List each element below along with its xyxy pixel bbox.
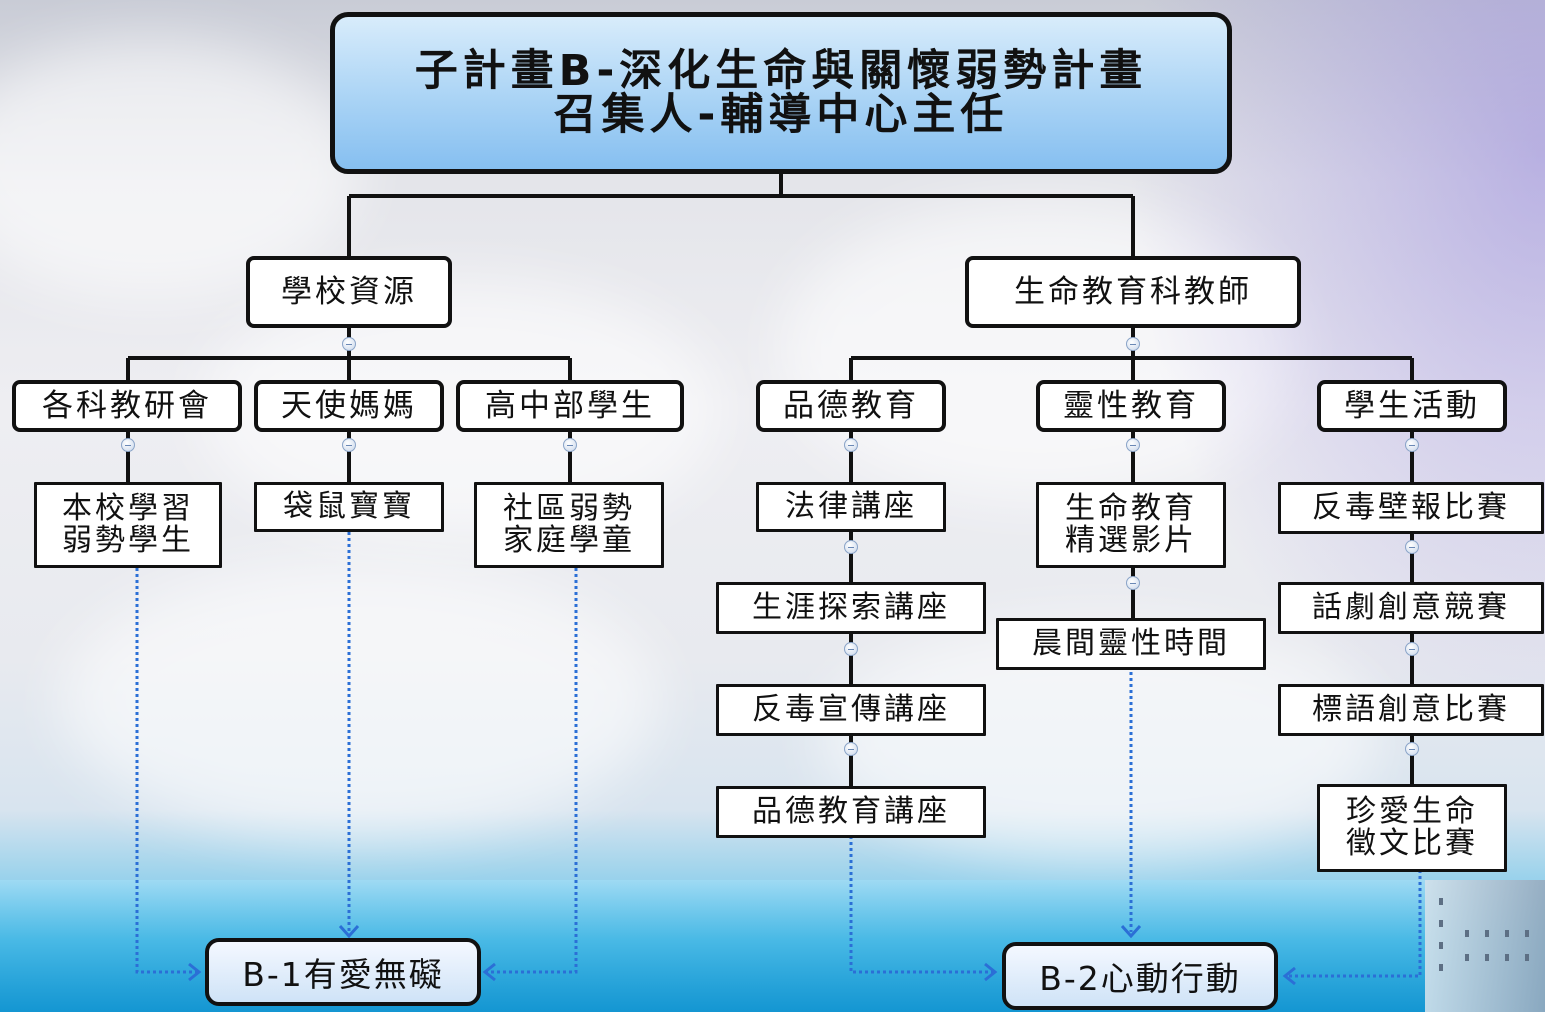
node-moral-education[interactable]: 品德教育 bbox=[756, 380, 946, 432]
node-community-children[interactable]: 社區弱勢 家庭學童 bbox=[474, 482, 664, 568]
collapse-minus-icon[interactable] bbox=[342, 438, 356, 452]
node-student-activities[interactable]: 學生活動 bbox=[1317, 380, 1507, 432]
dotted-arrows bbox=[135, 532, 1422, 978]
collapse-minus-icon[interactable] bbox=[844, 742, 858, 756]
node-moral-lecture[interactable]: 品德教育講座 bbox=[716, 786, 986, 838]
node-career-lecture[interactable]: 生涯探索講座 bbox=[716, 582, 986, 634]
collapse-minus-icon[interactable] bbox=[1126, 576, 1140, 590]
arrow-b1-left bbox=[135, 568, 197, 974]
node-subject-committees[interactable]: 各科教研會 bbox=[12, 380, 242, 432]
node-high-school-students[interactable]: 高中部學生 bbox=[456, 380, 684, 432]
node-slogan-contest[interactable]: 標語創意比賽 bbox=[1278, 684, 1544, 736]
node-drama-contest[interactable]: 話劇創意競賽 bbox=[1278, 582, 1544, 634]
root-node[interactable]: 子計畫B-深化生命與關懷弱勢計畫 召集人-輔導中心主任 bbox=[330, 12, 1232, 174]
root-title: 子計畫B-深化生命與關懷弱勢計畫 bbox=[414, 46, 1148, 96]
root-connector bbox=[347, 174, 1135, 258]
collapse-minus-icon[interactable] bbox=[342, 337, 356, 351]
arrow-b1-right bbox=[487, 568, 578, 974]
collapse-minus-icon[interactable] bbox=[844, 540, 858, 554]
outcome-b1[interactable]: B-1有愛無礙 bbox=[205, 938, 481, 1006]
teachers-connector bbox=[849, 328, 1414, 380]
root-subtitle: 召集人-輔導中心主任 bbox=[553, 90, 1009, 140]
node-law-lecture[interactable]: 法律講座 bbox=[756, 482, 946, 532]
building-image bbox=[1425, 880, 1545, 1012]
node-essay-contest[interactable]: 珍愛生命 徵文比賽 bbox=[1317, 784, 1507, 872]
arrow-b2-left bbox=[849, 836, 993, 974]
school-connector bbox=[126, 328, 572, 380]
collapse-minus-icon[interactable] bbox=[1405, 642, 1419, 656]
collapse-minus-icon[interactable] bbox=[1405, 540, 1419, 554]
collapse-minus-icon[interactable] bbox=[844, 438, 858, 452]
collapse-minus-icon[interactable] bbox=[121, 438, 135, 452]
node-morning-spiritual-time[interactable]: 晨間靈性時間 bbox=[996, 618, 1266, 670]
node-angel-mothers[interactable]: 天使媽媽 bbox=[254, 380, 444, 432]
collapse-minus-icon[interactable] bbox=[1126, 438, 1140, 452]
node-anti-drug-lecture[interactable]: 反毒宣傳講座 bbox=[716, 684, 986, 736]
collapse-minus-icon[interactable] bbox=[1405, 742, 1419, 756]
node-school-resources[interactable]: 學校資源 bbox=[246, 256, 452, 328]
collapse-minus-icon[interactable] bbox=[563, 438, 577, 452]
node-selected-films[interactable]: 生命教育 精選影片 bbox=[1036, 482, 1226, 568]
node-disadvantaged-learners[interactable]: 本校學習 弱勢學生 bbox=[34, 482, 222, 568]
outcome-b2[interactable]: B-2心動行動 bbox=[1002, 942, 1278, 1010]
collapse-minus-icon[interactable] bbox=[1405, 438, 1419, 452]
collapse-minus-icon[interactable] bbox=[1126, 337, 1140, 351]
collapse-minus-icon[interactable] bbox=[844, 642, 858, 656]
node-spiritual-education[interactable]: 靈性教育 bbox=[1036, 380, 1226, 432]
node-anti-drug-poster[interactable]: 反毒壁報比賽 bbox=[1278, 482, 1544, 534]
node-life-education-teachers[interactable]: 生命教育科教師 bbox=[965, 256, 1301, 328]
node-kangaroo-babies[interactable]: 袋鼠寶寶 bbox=[254, 482, 444, 532]
arrow-b2-right bbox=[1287, 870, 1422, 978]
